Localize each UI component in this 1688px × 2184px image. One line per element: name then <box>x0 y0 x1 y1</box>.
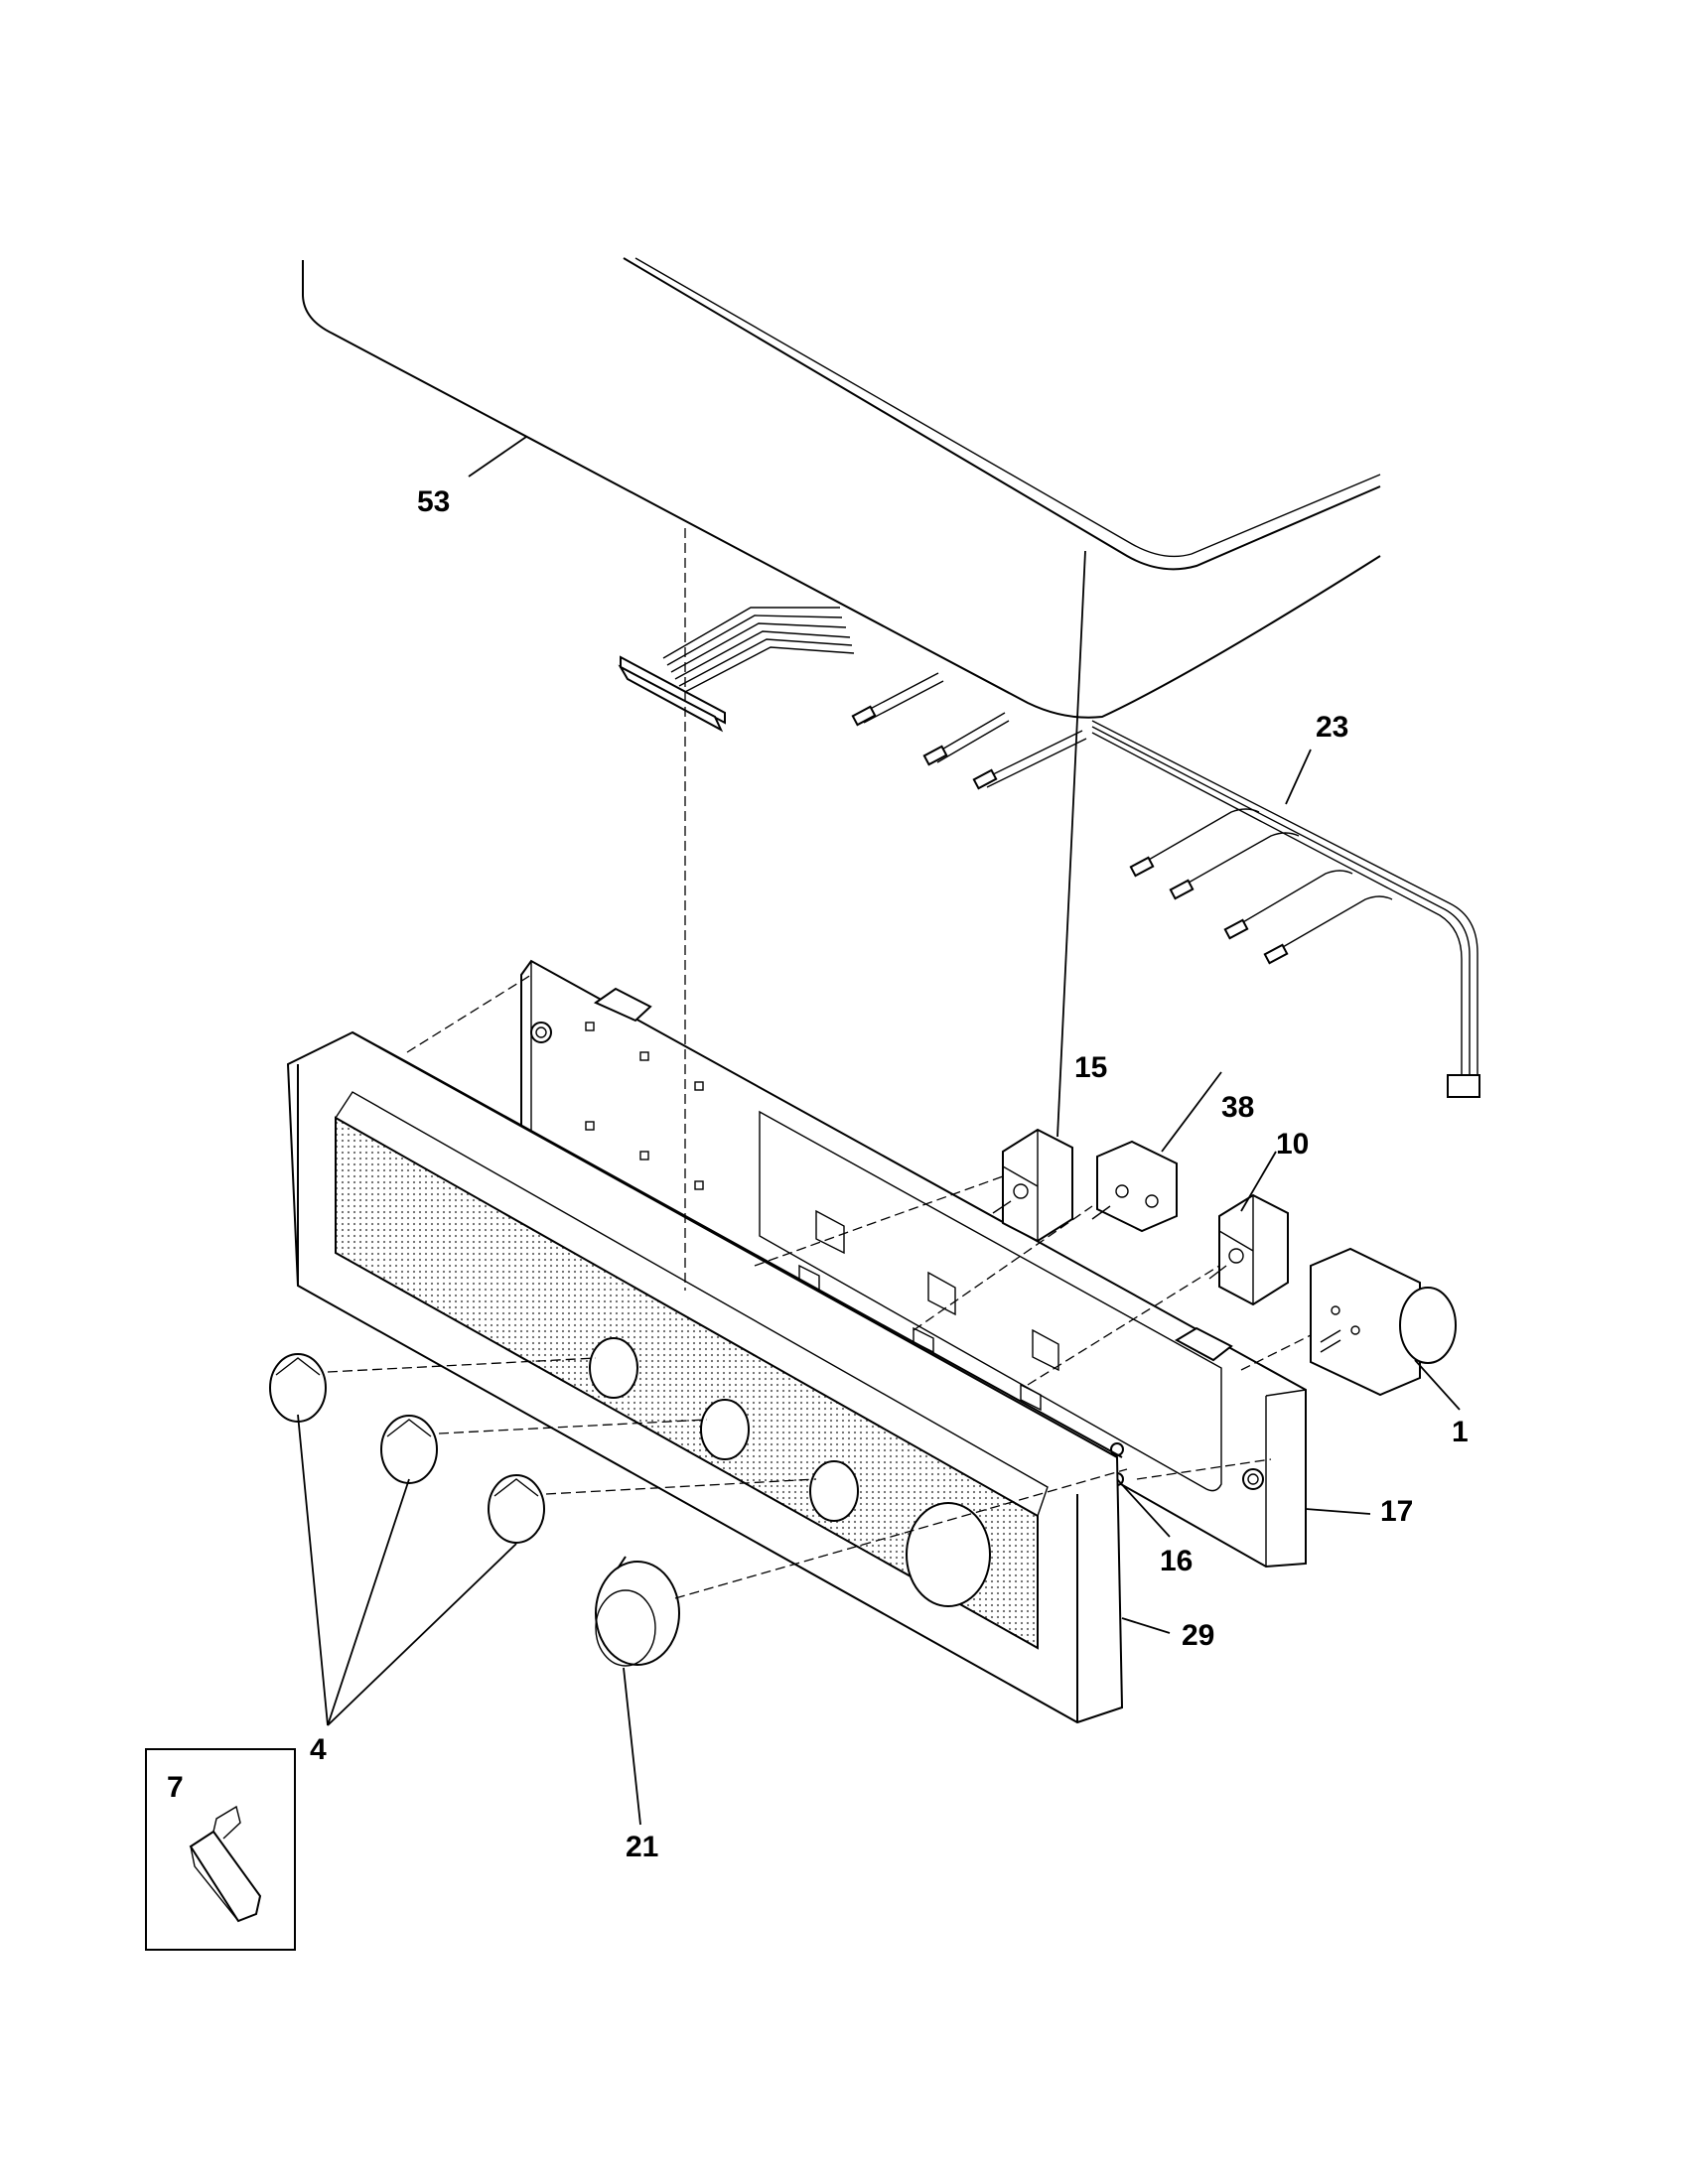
timer-1 <box>1310 1247 1457 1397</box>
wire-terminals-upper <box>851 672 1087 790</box>
callout-38: 38 <box>1221 1091 1254 1124</box>
switch-38 <box>1091 1140 1178 1233</box>
knob-4a <box>269 1353 327 1423</box>
callout-17: 17 <box>1380 1495 1413 1528</box>
callout-23: 23 <box>1316 711 1348 744</box>
console-top-cover <box>302 257 1381 719</box>
callout-4: 4 <box>310 1733 327 1766</box>
callout-29: 29 <box>1182 1619 1214 1652</box>
switch-10 <box>1208 1193 1289 1306</box>
wire-harness-connector <box>618 607 855 733</box>
knob-21 <box>595 1556 680 1667</box>
callout-10: 10 <box>1276 1128 1309 1160</box>
leader-lines <box>297 436 1461 1826</box>
switch-15 <box>992 1128 1073 1243</box>
inset-clip-7 <box>145 1748 296 1951</box>
wire-harness <box>1091 720 1480 1098</box>
callout-16: 16 <box>1160 1545 1193 1577</box>
callout-21: 21 <box>626 1831 658 1863</box>
callout-1: 1 <box>1452 1416 1469 1448</box>
assembly-lines <box>327 528 1312 1599</box>
knob-4b <box>380 1415 438 1484</box>
front-console-panel <box>286 1030 1124 1724</box>
control-panel-back-plate <box>520 959 1307 1569</box>
callout-labels: 53 23 15 38 10 1 17 16 29 4 21 7 <box>167 485 1469 1863</box>
callout-15: 15 <box>1074 1051 1107 1084</box>
callout-53: 53 <box>417 485 450 518</box>
callout-7: 7 <box>167 1771 184 1804</box>
knob-4c <box>488 1474 545 1544</box>
